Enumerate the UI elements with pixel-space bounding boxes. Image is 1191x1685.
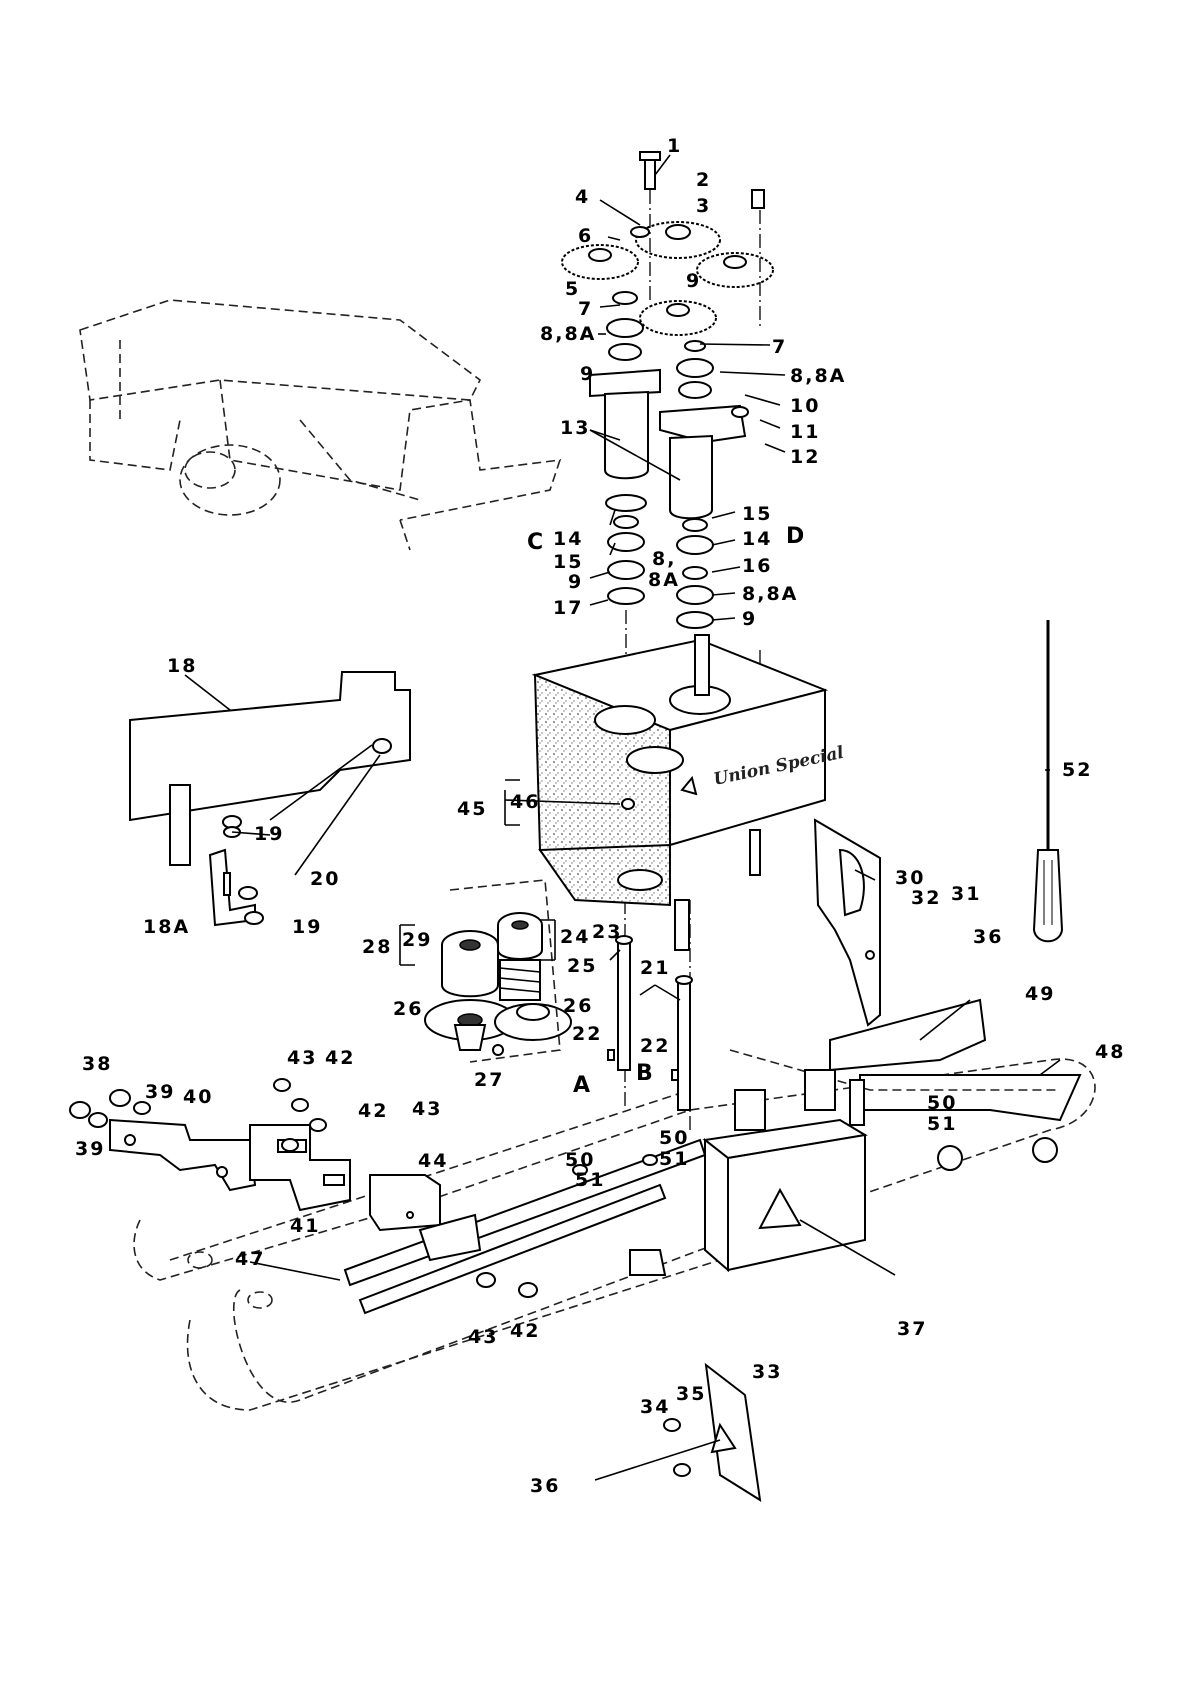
- callout: 3: [696, 195, 711, 217]
- callout: 17: [553, 597, 583, 619]
- callout: 22: [640, 1035, 670, 1057]
- screwdriver: [1034, 620, 1062, 941]
- callout: 37: [897, 1318, 927, 1340]
- callout: 22: [572, 1023, 602, 1045]
- callout: 49: [1025, 983, 1055, 1005]
- callout: 39: [145, 1081, 175, 1103]
- callout: 8,8A: [790, 365, 846, 387]
- callout: 32: [911, 887, 941, 909]
- callout: 50: [565, 1149, 595, 1171]
- callout: 44: [418, 1150, 448, 1172]
- callout: 48: [1095, 1041, 1125, 1063]
- callout: 8A: [648, 569, 680, 591]
- callout: 43: [468, 1326, 498, 1348]
- sheet-plate-18: [130, 672, 410, 925]
- callout: 5: [565, 278, 580, 300]
- callout: 20: [310, 868, 340, 890]
- callout: 12: [790, 446, 820, 468]
- callout: 30: [895, 867, 925, 889]
- screw: [640, 152, 660, 189]
- callout: 2: [696, 169, 711, 191]
- view-letter: C: [527, 530, 543, 555]
- view-letter: D: [786, 524, 804, 549]
- callout: 47: [235, 1248, 265, 1270]
- callout: 34: [640, 1396, 670, 1418]
- view-letter: A: [573, 1073, 590, 1098]
- callout: 7: [772, 336, 787, 358]
- callout: 36: [530, 1475, 560, 1497]
- callout: 45: [457, 798, 487, 820]
- callout: 28: [362, 936, 392, 958]
- block-44: [370, 1175, 440, 1230]
- right-gear: [697, 253, 773, 287]
- bracket-40: [110, 1120, 255, 1190]
- callout: 13: [560, 417, 590, 439]
- upper-gear: [636, 222, 720, 258]
- callout: 15: [742, 503, 772, 525]
- callout: 50: [927, 1092, 957, 1114]
- callout: 31: [951, 883, 981, 905]
- callout: 23: [592, 921, 622, 943]
- callout: 6: [578, 225, 593, 247]
- callout: 19: [292, 916, 322, 938]
- callout: 4: [575, 186, 590, 208]
- callout: 8,8A: [540, 323, 596, 345]
- bearing-stack-c: [590, 292, 660, 604]
- callout: 38: [82, 1053, 112, 1075]
- callout: 42: [510, 1320, 540, 1342]
- callout: 10: [790, 395, 820, 417]
- callout: 26: [393, 998, 423, 1020]
- callout: 18: [167, 655, 197, 677]
- gear-train: [562, 152, 773, 335]
- callout: 33: [752, 1361, 782, 1383]
- callout: 8,: [652, 548, 676, 570]
- callout: 14: [742, 528, 772, 550]
- pulley-assembly: [425, 880, 571, 1062]
- callout: 40: [183, 1086, 213, 1108]
- callout: 9: [686, 270, 701, 292]
- callout: 24: [560, 926, 590, 948]
- callout: 42: [325, 1047, 355, 1069]
- callout: 25: [567, 955, 597, 977]
- callout: 51: [927, 1113, 957, 1135]
- callout: 43: [287, 1047, 317, 1069]
- callout: 7: [578, 298, 593, 320]
- callout: 52: [1062, 759, 1092, 781]
- callout: 35: [676, 1383, 706, 1405]
- callout: 1: [667, 135, 682, 157]
- small-gear: [631, 227, 649, 237]
- callout: 29: [402, 929, 432, 951]
- callout: 11: [790, 421, 820, 443]
- callout: 9: [580, 363, 595, 385]
- callout: 18A: [143, 916, 190, 938]
- folder-blades: [730, 1000, 1080, 1120]
- view-letter: B: [636, 1061, 653, 1086]
- callout: 43: [412, 1098, 442, 1120]
- callout: 27: [474, 1069, 504, 1091]
- callout: 19: [254, 823, 284, 845]
- callout: 51: [659, 1148, 689, 1170]
- bracket-41: [250, 1125, 350, 1210]
- callout: 39: [75, 1138, 105, 1160]
- callout: 16: [742, 555, 772, 577]
- callout: 26: [563, 995, 593, 1017]
- callout: 21: [640, 957, 670, 979]
- callout: 14: [553, 528, 583, 550]
- callout: 9: [568, 571, 583, 593]
- callout: 15: [553, 551, 583, 573]
- callout: 41: [290, 1215, 320, 1237]
- screw: [752, 190, 764, 208]
- callout: 50: [659, 1127, 689, 1149]
- lower-gear: [640, 301, 716, 335]
- callout: 9: [742, 608, 757, 630]
- callout: 36: [973, 926, 1003, 948]
- callout: 42: [358, 1100, 388, 1122]
- callout: 46: [510, 791, 540, 813]
- bracket-plate-30: [815, 820, 880, 1025]
- left-gear: [562, 245, 638, 279]
- callout: 8,8A: [742, 583, 798, 605]
- callout: 51: [575, 1169, 605, 1191]
- ghost-machine-housing: [80, 300, 560, 550]
